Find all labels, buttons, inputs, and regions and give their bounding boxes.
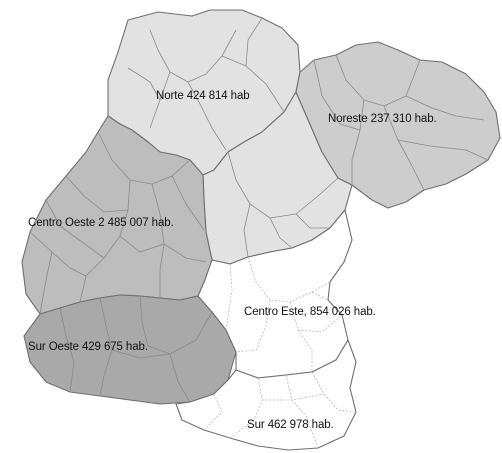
label-centro-este: Centro Este, 854 026 hab.: [244, 306, 376, 318]
label-norte: Norte 424 814 hab: [156, 90, 250, 102]
muni-lines-noreste: [313, 54, 489, 191]
muni-lines-centro-norte: [227, 151, 339, 258]
label-sur-oeste: Sur Oeste 429 675 hab.: [28, 341, 148, 353]
muni-lines-sur-oeste: [59, 295, 213, 403]
label-noreste: Noreste 237 310 hab.: [328, 113, 437, 125]
muni-lines-centro-este: [225, 256, 343, 372]
muni-lines-sur: [203, 371, 357, 449]
muni-lines-norte: [127, 17, 285, 151]
muni-lines-centro-oeste: [29, 131, 207, 315]
region-noreste: [295, 41, 501, 209]
label-centro-oeste: Centro Oeste 2 485 007 hab.: [28, 217, 174, 229]
label-sur: Sur 462 978 hab.: [247, 419, 334, 431]
